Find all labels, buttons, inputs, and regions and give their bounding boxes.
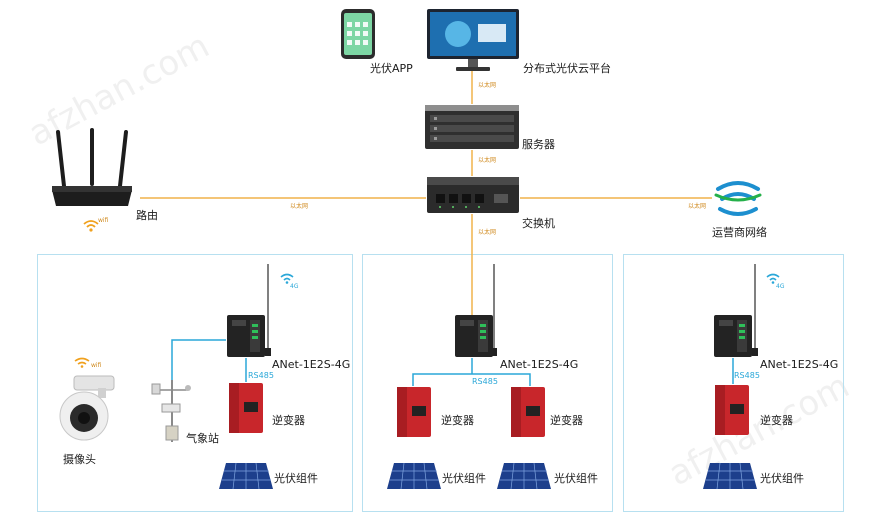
site-zone-1 xyxy=(37,254,353,512)
phone-icon xyxy=(341,9,375,59)
router-icon xyxy=(52,128,132,206)
wifi-label-camera: wifi xyxy=(91,362,102,369)
pv-label-3: 光伏组件 xyxy=(760,472,804,485)
app-label: 光伏APP xyxy=(370,62,413,75)
wifi-icon xyxy=(74,357,90,368)
ethernet-label-1: 以太网 xyxy=(478,82,497,89)
gateway-icon xyxy=(227,315,265,357)
gateway-label-2: ANet-1E2S-4G xyxy=(500,358,579,371)
solar-panel-icon xyxy=(219,462,273,490)
gateway-label-1: ANet-1E2S-4G xyxy=(272,358,351,371)
switch-label: 交换机 xyxy=(522,217,555,230)
inverter-icon xyxy=(511,387,545,437)
gateway-icon xyxy=(714,315,752,357)
signal-icon xyxy=(766,273,780,284)
switch-icon xyxy=(427,177,519,213)
antenna-icon xyxy=(491,264,497,356)
antenna-icon xyxy=(752,264,758,356)
weather-station-icon xyxy=(151,380,191,442)
inverter-label-2b: 逆变器 xyxy=(550,414,583,427)
camera-label: 摄像头 xyxy=(63,453,96,466)
solar-panel-icon xyxy=(703,462,757,490)
camera-icon xyxy=(59,375,115,441)
rs485-label-1: RS485 xyxy=(248,371,274,380)
inverter-icon xyxy=(397,387,431,437)
carrier-label: 运营商网络 xyxy=(712,226,767,239)
solar-panel-icon xyxy=(387,462,441,490)
weather-label: 气象站 xyxy=(186,432,219,445)
inverter-label-3: 逆变器 xyxy=(760,414,793,427)
router-label: 路由 xyxy=(136,209,158,222)
ethernet-label-3: 以太网 xyxy=(290,203,309,210)
gateway-label-3: ANet-1E2S-4G xyxy=(760,358,839,371)
ethernet-label-4: 以太网 xyxy=(688,203,707,210)
site-zone-2 xyxy=(362,254,613,512)
monitor-icon xyxy=(427,9,519,71)
server-label: 服务器 xyxy=(522,138,555,151)
inverter-label-1: 逆变器 xyxy=(272,414,305,427)
rs485-label-3: RS485 xyxy=(734,371,760,380)
inverter-icon xyxy=(715,385,749,435)
signal-icon xyxy=(280,273,294,284)
pv-label-1: 光伏组件 xyxy=(274,472,318,485)
wifi-label-router: wifi xyxy=(98,217,109,224)
rs485-label-2: RS485 xyxy=(472,377,498,386)
site-zone-3 xyxy=(623,254,844,512)
gateway-icon xyxy=(455,315,493,357)
ethernet-label-2: 以太网 xyxy=(478,157,497,164)
pv-label-2a: 光伏组件 xyxy=(442,472,486,485)
4g-label-1: 4G xyxy=(290,283,299,290)
4g-label-3: 4G xyxy=(776,283,785,290)
gateway-weather-link xyxy=(171,339,226,384)
pv-label-2b: 光伏组件 xyxy=(554,472,598,485)
server-icon xyxy=(425,105,519,149)
antenna-icon xyxy=(265,264,271,356)
inverter-label-2a: 逆变器 xyxy=(441,414,474,427)
platform-label: 分布式光伏云平台 xyxy=(523,62,611,75)
wifi-icon xyxy=(83,220,99,232)
solar-panel-icon xyxy=(497,462,551,490)
ethernet-label-5: 以太网 xyxy=(478,229,497,236)
carrier-logo-icon xyxy=(714,181,762,216)
inverter-icon xyxy=(229,383,263,433)
